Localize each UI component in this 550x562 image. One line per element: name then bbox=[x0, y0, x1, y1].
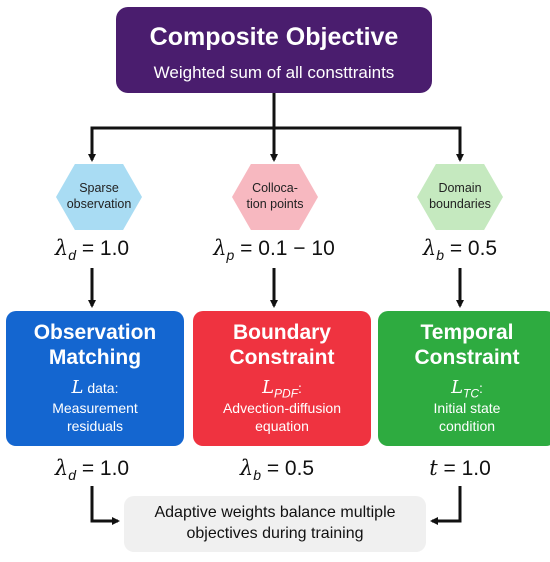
loss-symbol: LPDF: bbox=[262, 377, 302, 401]
hexagon-label: tion points bbox=[246, 197, 304, 211]
hexagon-label: observation bbox=[66, 197, 132, 211]
weight-lambda-b-bottom: λb = 0.5 bbox=[239, 456, 315, 484]
composite-objective-title: Composite Objective bbox=[149, 23, 399, 51]
adaptive-weights-box: Adaptive weights balance multiple object… bbox=[124, 496, 426, 552]
loss-symbol: LTC: bbox=[451, 377, 483, 401]
arrow-top-to-sparse bbox=[88, 126, 274, 162]
hexagon-label: Domain bbox=[438, 181, 482, 196]
hexagon-label: boundaries bbox=[429, 197, 491, 211]
weight-t-bottom: t = 1.0 bbox=[429, 456, 491, 480]
adaptive-weights-line2: objectives during training bbox=[186, 525, 364, 542]
weight-lambda-p-top: λp = 0.1 − 10 bbox=[213, 236, 335, 264]
weight-lambda-d-top: λd = 1.0 bbox=[54, 236, 130, 264]
weight-lambda-b-top: λb = 0.5 bbox=[422, 236, 498, 264]
arrow-temporal-to-adaptive bbox=[430, 486, 462, 525]
adaptive-weights-line1: Adaptive weights balance multiple bbox=[154, 504, 396, 522]
composite-objective-subtitle: Weighted sum of all consttraints bbox=[153, 63, 395, 82]
composite-objective-box: Composite Objective Weighted sum of all … bbox=[116, 7, 432, 93]
hexagon-label: Sparse bbox=[79, 181, 119, 196]
hexagon-collocation-points: Colloca-tion points bbox=[232, 164, 318, 230]
arrow-top-to-domain bbox=[274, 126, 464, 162]
hexagon-label: Colloca- bbox=[252, 181, 298, 196]
weight-lambda-d-bottom: λd = 1.0 bbox=[54, 456, 130, 484]
arrow-observation-to-adaptive bbox=[90, 486, 120, 525]
loss-symbol: L data: bbox=[71, 377, 119, 398]
